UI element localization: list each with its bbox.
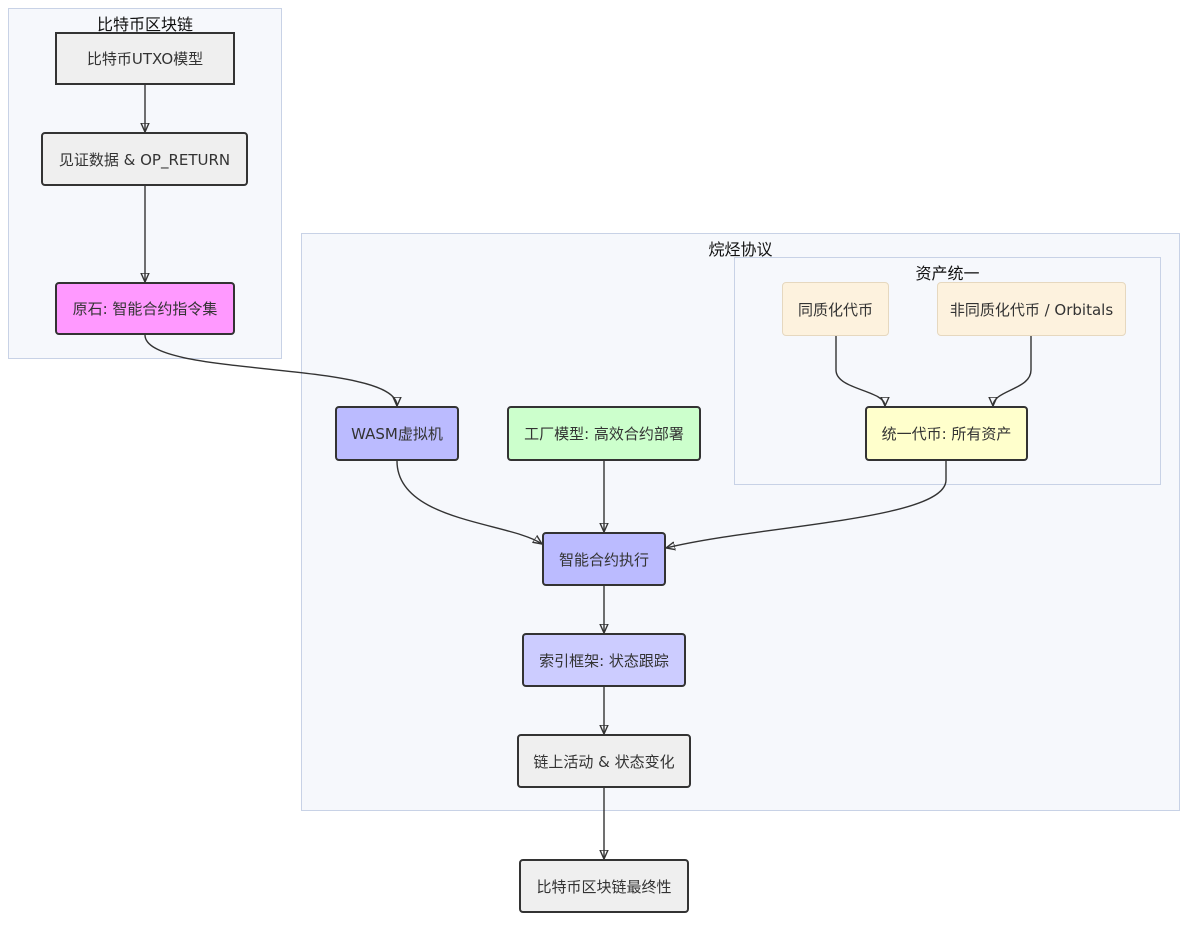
node-onchain-activity-label: 链上活动 & 状态变化 <box>533 752 675 771</box>
node-witness-op-return: 见证数据 & OP_RETURN <box>41 132 248 186</box>
node-factory-model: 工厂模型: 高效合约部署 <box>507 406 701 461</box>
node-utxo-model-label: 比特币UTXO模型 <box>86 50 204 68</box>
node-wasm-vm: WASM虚拟机 <box>335 406 459 461</box>
node-fungible-token-label: 同质化代币 <box>797 300 873 319</box>
node-bitcoin-finality-label: 比特币区块链最终性 <box>536 877 672 896</box>
node-ore-instruction-set-label: 原石: 智能合约指令集 <box>72 300 218 318</box>
node-indexer-framework-label: 索引框架: 状态跟踪 <box>539 651 669 670</box>
node-nft-orbitals-label: 非同质化代币 / Orbitals <box>949 300 1114 319</box>
node-fungible-token: 同质化代币 <box>782 282 889 336</box>
node-smart-contract-execution-label: 智能合约执行 <box>558 550 649 569</box>
node-unified-token: 统一代币: 所有资产 <box>865 406 1028 461</box>
node-nft-orbitals: 非同质化代币 / Orbitals <box>937 282 1126 336</box>
node-ore-instruction-set: 原石: 智能合约指令集 <box>55 282 235 335</box>
cluster-title-alkanes-protocol: 烷烃协议 <box>708 240 773 259</box>
node-wasm-vm-label: WASM虚拟机 <box>351 425 443 443</box>
node-witness-op-return-label: 见证数据 & OP_RETURN <box>58 150 231 169</box>
node-factory-model-label: 工厂模型: 高效合约部署 <box>524 425 684 443</box>
node-bitcoin-finality: 比特币区块链最终性 <box>519 859 689 913</box>
node-onchain-activity: 链上活动 & 状态变化 <box>517 734 691 788</box>
node-utxo-model: 比特币UTXO模型 <box>55 32 235 85</box>
cluster-title-bitcoin-blockchain: 比特币区块链 <box>96 15 193 34</box>
cluster-title-asset-unification: 资产统一 <box>915 264 980 283</box>
node-unified-token-label: 统一代币: 所有资产 <box>881 425 1012 443</box>
node-indexer-framework: 索引框架: 状态跟踪 <box>522 633 686 687</box>
node-smart-contract-execution: 智能合约执行 <box>542 532 666 586</box>
